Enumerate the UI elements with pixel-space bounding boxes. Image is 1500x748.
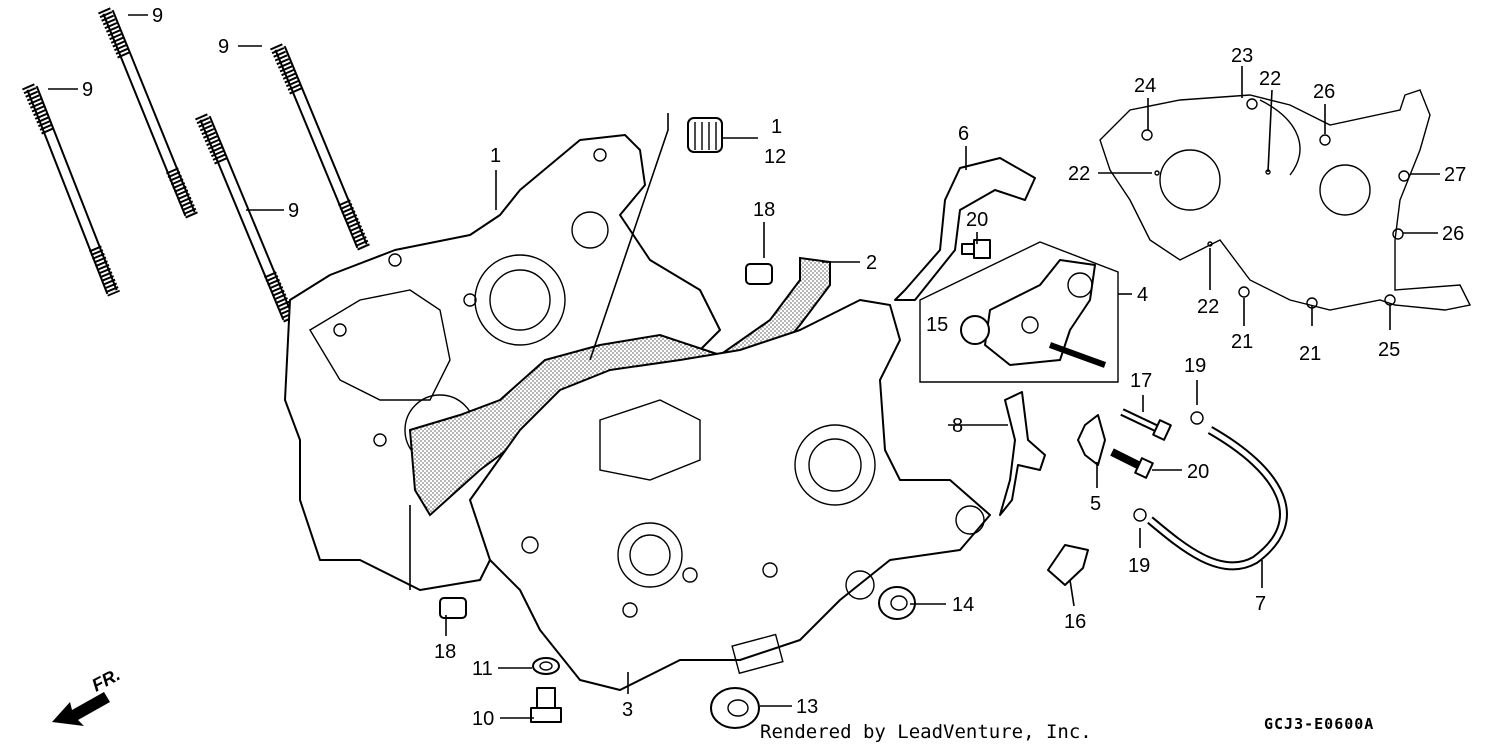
callout-19: 19 (1184, 355, 1206, 377)
callout-7: 7 (1255, 593, 1266, 615)
callout-1: 1 (490, 145, 501, 167)
callout-24: 24 (1134, 75, 1156, 97)
callout-3: 3 (622, 699, 633, 721)
tube-clip-lower (1133, 508, 1147, 522)
tube-clip-upper (1190, 411, 1204, 425)
stud-bolt-2 (98, 7, 198, 219)
callout-21: 21 (1299, 343, 1321, 365)
stay-6 (894, 157, 1036, 301)
needle-bearing (687, 117, 723, 153)
oil-seal (878, 586, 916, 620)
front-arrow-label: FR. (88, 664, 123, 695)
callout-1: 1 (771, 116, 782, 138)
leader-lines (48, 14, 1440, 719)
bolt-17 (1120, 408, 1172, 441)
dowel-pin-upper (745, 263, 773, 285)
stud-bolt-4 (270, 43, 370, 251)
callout-4: 4 (1137, 284, 1148, 306)
callout-2: 2 (866, 252, 877, 274)
crankcase-inner-view (1099, 89, 1472, 311)
callout-18: 18 (434, 641, 456, 663)
callout-6: 6 (958, 123, 969, 145)
drain-bolt (530, 687, 562, 723)
callout-15: 15 (926, 314, 948, 336)
right-crankcase-half (469, 299, 991, 691)
callout-26: 26 (1442, 223, 1464, 245)
callout-8: 8 (952, 415, 963, 437)
oil-pump-box (919, 241, 1119, 383)
callout-9: 9 (288, 200, 299, 222)
callout-14: 14 (952, 594, 974, 616)
callout-18: 18 (753, 199, 775, 221)
breather-tube (1147, 426, 1288, 571)
stud-bolts (22, 7, 370, 323)
callout-22: 22 (1197, 296, 1219, 318)
left-crankcase-half (284, 134, 721, 591)
callout-9: 9 (82, 79, 93, 101)
cable-clamp-16 (1047, 544, 1089, 586)
front-direction-arrow: FR. (52, 664, 123, 726)
callout-5: 5 (1090, 493, 1101, 515)
clamp-5 (1077, 414, 1106, 466)
callout-19: 19 (1128, 555, 1150, 577)
callout-25: 25 (1378, 339, 1400, 361)
callout-9: 9 (152, 5, 163, 27)
flange-bolt-upper (961, 239, 991, 259)
callout-20: 20 (1187, 461, 1209, 483)
callout-9: 9 (218, 36, 229, 58)
callout-23: 23 (1231, 45, 1253, 67)
callout-16: 16 (1064, 611, 1086, 633)
diagram-code: GCJ3-E0600A (1264, 715, 1374, 733)
stud-bolt-1 (22, 83, 121, 297)
callout-26: 26 (1313, 81, 1335, 103)
callout-numbers: 9 9 9 9 1 1 12 18 2 6 20 4 15 8 17 19 20… (82, 5, 1466, 730)
callout-13: 13 (796, 696, 818, 718)
dowel-pin-lower (439, 597, 467, 619)
callout-20: 20 (966, 209, 988, 231)
callout-27: 27 (1444, 164, 1466, 186)
stay-8 (999, 391, 1046, 516)
callout-12: 12 (764, 146, 786, 168)
callout-10: 10 (472, 708, 494, 730)
callout-11: 11 (472, 658, 493, 680)
oil-pump (960, 259, 1107, 368)
ball-bearing (710, 687, 760, 729)
sealing-washer (532, 657, 560, 675)
callout-21: 21 (1231, 331, 1253, 353)
callout-17: 17 (1130, 370, 1152, 392)
rendered-by-credit: Rendered by LeadVenture, Inc. (760, 721, 1092, 743)
stud-bolt-3 (195, 113, 296, 323)
callout-22: 22 (1068, 163, 1090, 185)
flange-bolt-lower (1110, 448, 1154, 479)
callout-22: 22 (1259, 68, 1281, 90)
